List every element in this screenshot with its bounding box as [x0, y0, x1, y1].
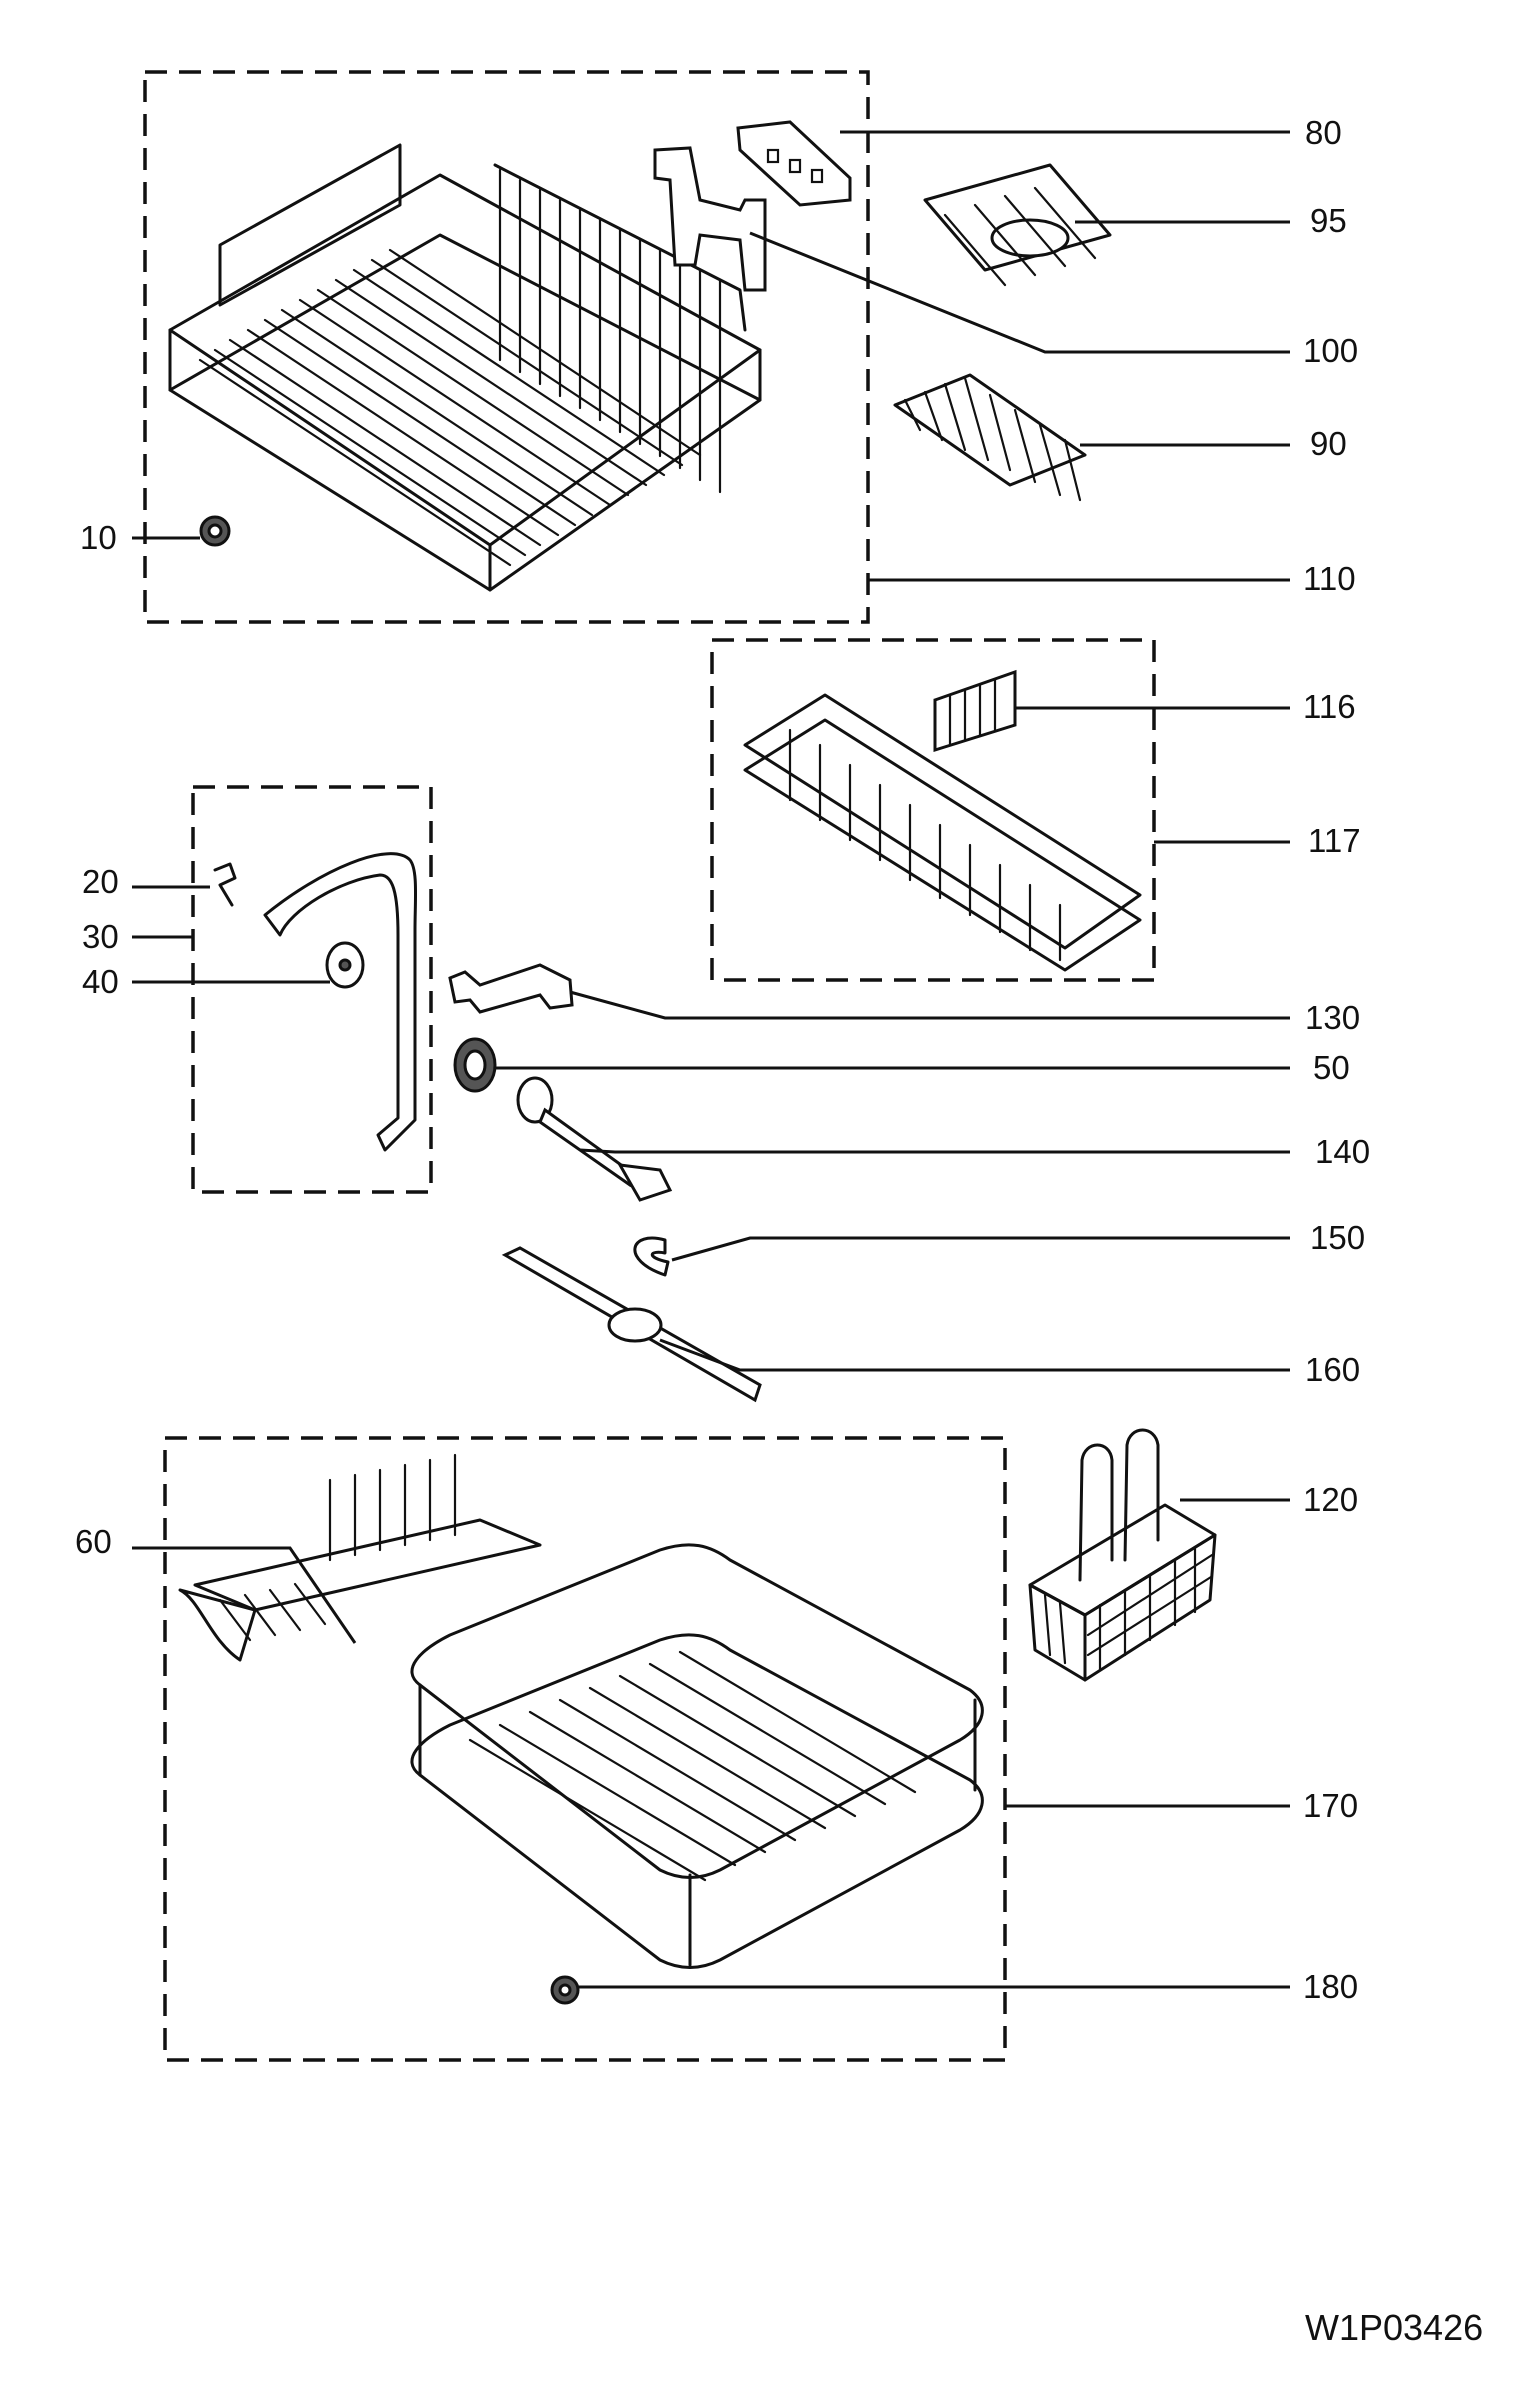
part-116-comb: [933, 669, 1017, 753]
callout-160: 160: [1305, 1351, 1360, 1388]
callout-150: 150: [1310, 1219, 1365, 1256]
callout-90: 90: [1310, 425, 1347, 462]
lower-rack-group-box: [163, 1436, 1007, 2062]
cutlery-tray: [743, 693, 1142, 972]
callout-117: 117: [1308, 822, 1361, 859]
wheel-part-10: [199, 515, 231, 547]
upper-rack-group-box: [143, 70, 870, 624]
part-100-bracket: [653, 146, 767, 292]
callout-140: 140: [1315, 1133, 1370, 1170]
callout-numbers: 80 95 100 90 110 116 117 10 20 30 40 130…: [75, 114, 1370, 2005]
callout-116: 116: [1303, 688, 1356, 725]
callout-170: 170: [1303, 1787, 1358, 1824]
callout-30: 30: [82, 918, 119, 955]
callout-110: 110: [1303, 560, 1356, 597]
part-130-bracket: [448, 963, 574, 1014]
part-140-feed: [516, 1076, 673, 1202]
part-80-bracket: [736, 120, 852, 207]
callout-120: 120: [1303, 1481, 1358, 1518]
lower-rack: [410, 1543, 984, 1969]
callout-40: 40: [82, 963, 119, 1000]
leader-lines: [132, 130, 1290, 1989]
part-150-ring: [633, 1236, 670, 1277]
callout-50: 50: [1313, 1049, 1350, 1086]
callout-20: 20: [82, 863, 119, 900]
upper-rack: [168, 143, 762, 592]
part-90-cup-rack: [893, 373, 1087, 502]
part-60-plate-insert: [178, 1453, 542, 1662]
callout-100: 100: [1303, 332, 1358, 369]
callout-60: 60: [75, 1523, 112, 1560]
cutlery-tray-group-box: [710, 638, 1156, 982]
callout-130: 130: [1305, 999, 1360, 1036]
part-95-shelf: [923, 163, 1112, 287]
callout-95: 95: [1310, 202, 1347, 239]
part-20-clip: [213, 862, 237, 907]
callout-80: 80: [1305, 114, 1342, 151]
drawing-code: W1P03426: [1305, 2307, 1483, 2348]
callout-180: 180: [1303, 1968, 1358, 2005]
part-160-spray-arm: [501, 1246, 762, 1403]
callout-10: 10: [80, 519, 117, 556]
wheel-part-180: [550, 1975, 580, 2005]
part-40-seal: [325, 941, 365, 989]
supply-pipe-group-box: [191, 785, 433, 1194]
part-120-cutlery-basket: [1028, 1428, 1217, 1682]
supply-pipe: [263, 852, 418, 1152]
part-50-nut: [453, 1037, 497, 1093]
